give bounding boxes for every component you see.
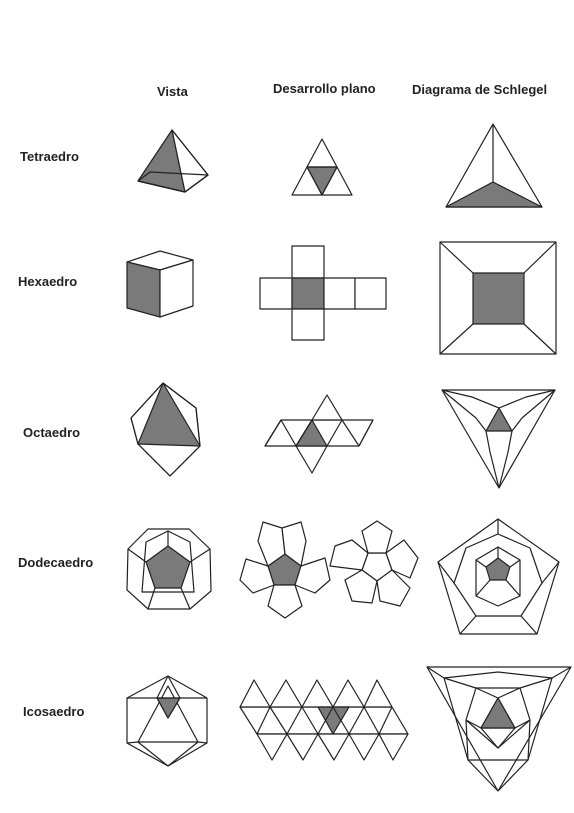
row-label-icosaedro: Icosaedro (23, 704, 85, 719)
header-vista: Vista (157, 84, 188, 99)
row-label-hexaedro: Hexaedro (18, 274, 78, 289)
row-label-dodecaedro: Dodecaedro (18, 555, 94, 570)
row-label-octaedro: Octaedro (23, 425, 81, 440)
row-label-tetraedro: Tetraedro (20, 149, 79, 164)
header-desarrollo-plano: Desarrollo plano (273, 81, 376, 96)
header-diagrama-schlegel: Diagrama de Schlegel (412, 82, 548, 97)
